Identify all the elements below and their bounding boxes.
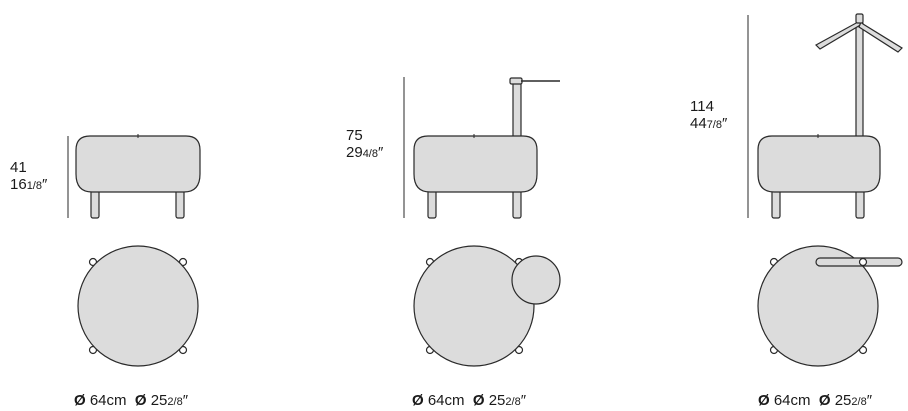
valet-pouf-top-view xyxy=(757,245,903,367)
height-in-2: 294/8″ xyxy=(346,144,384,161)
diameter-symbol: Ø xyxy=(412,392,424,409)
diameter-symbol: Ø xyxy=(74,392,86,409)
height-cm-1: 41 xyxy=(10,159,27,176)
diameter-caption-2: Ø 64cm Ø 252/8″ xyxy=(412,392,527,409)
height-cm-3: 114 xyxy=(690,98,714,115)
height-cm-2: 75 xyxy=(346,127,363,144)
pouf-side-view xyxy=(67,134,201,219)
height-label-1: 41 161/8″ xyxy=(10,159,47,195)
height-in-1: 161/8″ xyxy=(10,176,48,193)
diameter-caption-3: Ø 64cm Ø 252/8″ xyxy=(758,392,873,409)
diameter-symbol: Ø xyxy=(758,392,770,409)
valet-pouf-side-view xyxy=(747,13,903,219)
diameter-symbol: Ø xyxy=(818,392,831,409)
height-label-3: 114 447/8″ xyxy=(690,98,727,134)
height-label-2: 75 294/8″ xyxy=(346,127,383,163)
diameter-caption-1: Ø 64cm Ø 252/8″ xyxy=(74,392,189,409)
height-in-3: 447/8″ xyxy=(690,115,728,132)
diameter-symbol: Ø xyxy=(134,392,147,409)
pouf-top-view xyxy=(77,245,199,367)
diameter-symbol: Ø xyxy=(472,392,485,409)
tray-pouf-side-view xyxy=(403,77,560,219)
tray-pouf-top-view xyxy=(413,245,561,367)
